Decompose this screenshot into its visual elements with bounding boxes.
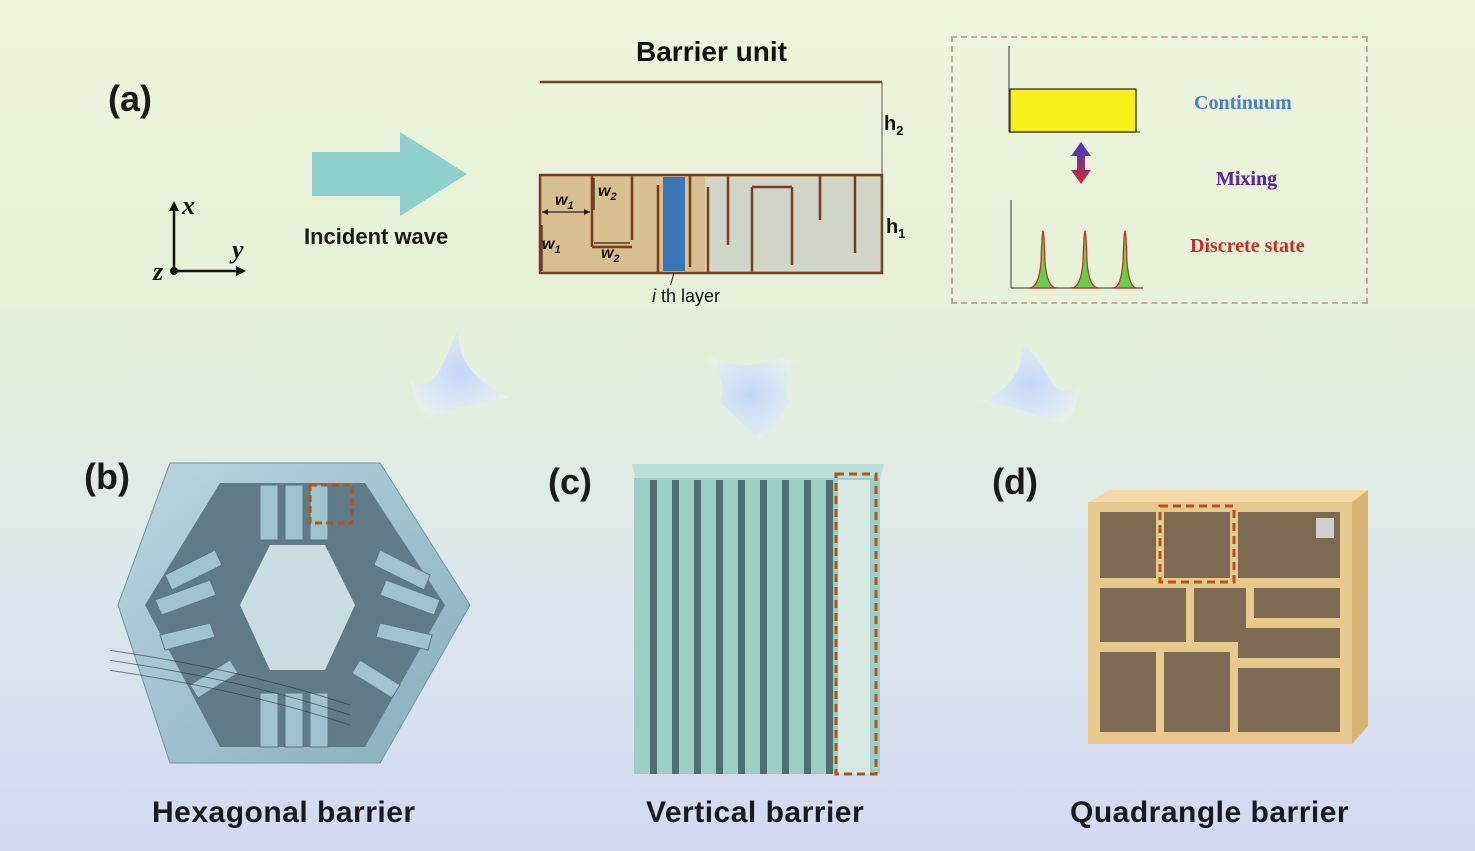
barrier-unit-diagram bbox=[538, 80, 884, 285]
axis-y-label: y bbox=[232, 235, 244, 264]
panel-a-letter: (a) bbox=[108, 78, 152, 119]
w2-top-label: w2 bbox=[598, 183, 617, 204]
w1-top-label: w1 bbox=[555, 192, 574, 213]
hexagonal-barrier-model bbox=[110, 462, 471, 764]
panel-c-letter: (c) bbox=[548, 461, 592, 502]
curved-arrows bbox=[410, 322, 1080, 440]
w2-bottom-label: w2 bbox=[601, 245, 620, 266]
vertical-barrier-caption: Vertical barrier bbox=[646, 796, 865, 829]
panel-b-letter: (b) bbox=[84, 456, 130, 497]
w1-side-label: w1 bbox=[542, 236, 561, 257]
ith-layer-label: i th layer bbox=[652, 286, 721, 306]
vertical-barrier-model bbox=[632, 464, 884, 776]
quadrangle-barrier-caption: Quadrangle barrier bbox=[1070, 796, 1350, 829]
spectrum-inset bbox=[951, 36, 1368, 304]
axis-z-label: z bbox=[153, 257, 164, 286]
h2-label: h2 bbox=[884, 113, 904, 138]
discrete-state-label: Discrete state bbox=[1190, 235, 1305, 257]
panel-d-letter: (d) bbox=[992, 461, 1038, 502]
spectrum-plots bbox=[1008, 46, 1143, 289]
incident-wave-arrow bbox=[312, 132, 467, 216]
barrier-unit-title: Barrier unit bbox=[636, 36, 787, 67]
continuum-label: Continuum bbox=[1194, 92, 1292, 114]
quadrangle-barrier-model bbox=[1088, 490, 1368, 744]
hexagonal-barrier-caption: Hexagonal barrier bbox=[152, 796, 416, 829]
mixing-label: Mixing bbox=[1216, 168, 1278, 190]
coordinate-axes bbox=[169, 201, 246, 276]
axis-x-label: x bbox=[182, 191, 195, 220]
h1-label: h1 bbox=[886, 216, 906, 241]
incident-wave-label: Incident wave bbox=[304, 224, 449, 249]
